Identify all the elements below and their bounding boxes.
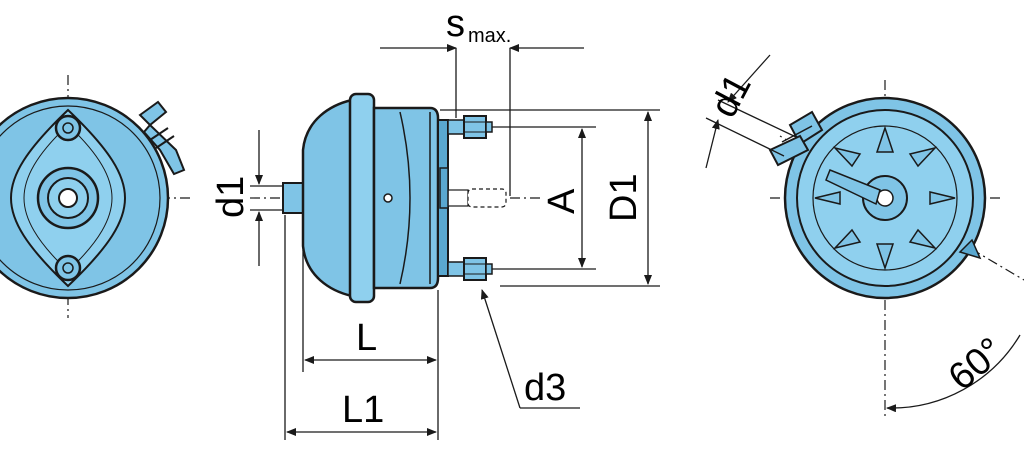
front-view: [0, 75, 190, 318]
label-d3: d3: [524, 367, 566, 409]
label-L: L: [356, 317, 377, 359]
dimension-lines: [250, 44, 660, 440]
label-A: A: [541, 188, 583, 214]
label-s: s: [446, 3, 465, 45]
side-view: [250, 92, 540, 304]
label-d1-left: d1: [210, 176, 252, 218]
label-L1: L1: [342, 389, 384, 431]
label-s-subscript: max.: [468, 25, 511, 47]
label-D1: D1: [603, 173, 645, 222]
right-dimension-lines: [705, 54, 1021, 413]
label-angle-60: 60°: [941, 330, 1012, 399]
rear-view: [768, 80, 1024, 420]
